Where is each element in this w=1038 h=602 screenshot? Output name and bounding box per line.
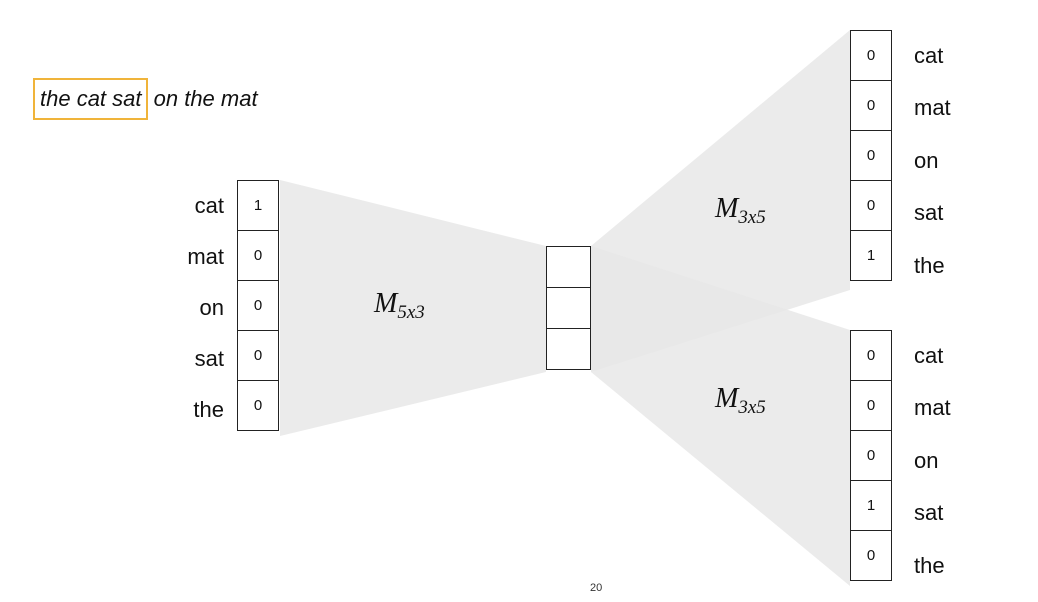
encoder-funnel bbox=[280, 180, 546, 436]
hidden-cell bbox=[546, 287, 591, 329]
word-label: sat bbox=[914, 500, 944, 525]
word-label: cat bbox=[914, 43, 944, 68]
context-sentence: the cat sat on the mat bbox=[33, 78, 258, 120]
output-top-vector: 0 0 0 0 1 bbox=[850, 30, 892, 281]
word-label: sat bbox=[914, 200, 944, 225]
vector-cell: 0 bbox=[850, 130, 892, 181]
word-label: sat bbox=[194, 346, 224, 371]
word-label: mat bbox=[187, 244, 224, 269]
vector-cell: 0 bbox=[850, 530, 892, 581]
hidden-layer-vector bbox=[546, 246, 591, 370]
output-bottom-vector: 0 0 0 1 0 bbox=[850, 330, 892, 581]
vector-cell: 0 bbox=[850, 80, 892, 131]
decoder-bottom-funnel bbox=[591, 246, 850, 586]
context-window-highlight: the cat sat bbox=[33, 78, 148, 120]
page-number: 20 bbox=[590, 582, 603, 594]
encoder-matrix-label: M5x3 bbox=[374, 288, 425, 323]
vector-cell: 0 bbox=[850, 380, 892, 431]
vector-cell: 1 bbox=[850, 230, 892, 281]
vector-cell: 0 bbox=[237, 230, 279, 281]
word-label: cat bbox=[914, 343, 944, 368]
vector-cell: 0 bbox=[850, 430, 892, 481]
vector-cell: 1 bbox=[237, 180, 279, 231]
decoder-bottom-matrix-label: M3x5 bbox=[715, 383, 766, 418]
word-label: on bbox=[914, 148, 939, 173]
word-label: the bbox=[914, 553, 945, 578]
word-label: mat bbox=[914, 395, 951, 420]
decoder-top-matrix-label: M3x5 bbox=[715, 193, 766, 228]
hidden-cell bbox=[546, 328, 591, 370]
vector-cell: 0 bbox=[850, 180, 892, 231]
word-label: the bbox=[193, 397, 224, 422]
word-label: mat bbox=[914, 95, 951, 120]
vector-cell: 0 bbox=[237, 330, 279, 381]
vector-cell: 0 bbox=[237, 280, 279, 331]
word-label: on bbox=[914, 448, 939, 473]
sentence-rest: on the mat bbox=[147, 86, 258, 111]
hidden-cell bbox=[546, 246, 591, 288]
vector-cell: 0 bbox=[850, 330, 892, 381]
word-label: on bbox=[199, 295, 224, 320]
word-label: cat bbox=[194, 193, 224, 218]
vector-cell: 0 bbox=[850, 30, 892, 81]
vector-cell: 0 bbox=[237, 380, 279, 431]
input-one-hot-vector: 1 0 0 0 0 bbox=[237, 180, 279, 431]
vector-cell: 1 bbox=[850, 480, 892, 531]
word-label: the bbox=[914, 253, 945, 278]
